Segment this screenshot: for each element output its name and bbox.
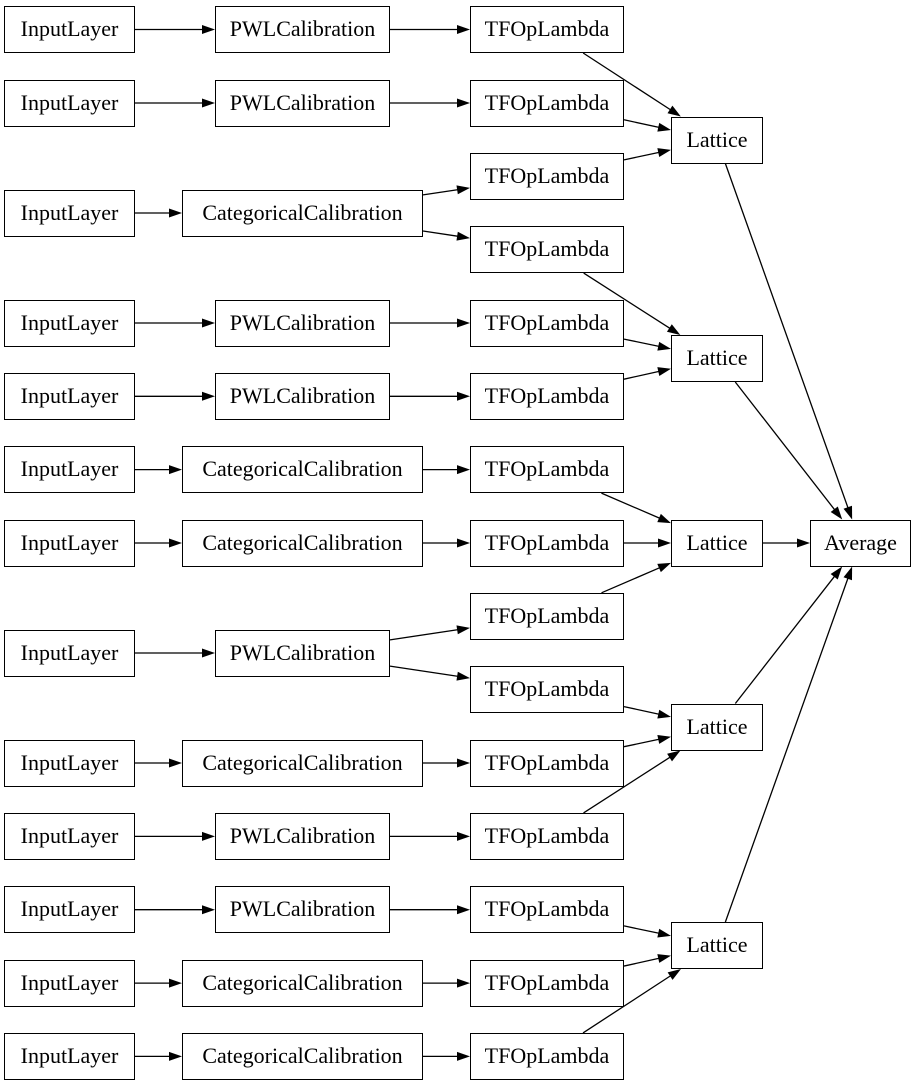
node-lattice-3: Lattice — [671, 519, 763, 567]
edge-calib-3-to-lambda-3 — [422, 185, 470, 196]
edge-calib-1-to-lambda-1 — [390, 25, 470, 34]
edge-calib-5-to-lambda-6 — [390, 391, 470, 401]
edge-lattice-1-to-average — [724, 163, 853, 520]
node-calib-1: PWLCalibration — [215, 6, 390, 53]
edge-input-10-to-calib-10 — [135, 831, 215, 841]
edge-lambda-7-to-lattice-3 — [601, 492, 671, 524]
edge-lattice-2-to-average — [734, 381, 843, 520]
node-lambda-3: TFOpLambda — [470, 152, 624, 200]
edge-lambda-12-to-lattice-4 — [583, 750, 681, 814]
edge-calib-3-to-lambda-4 — [422, 230, 470, 241]
node-lattice-2: Lattice — [671, 335, 763, 382]
edge-calib-7-to-lambda-8 — [423, 538, 470, 548]
edge-lambda-10-to-lattice-4 — [623, 705, 671, 719]
node-input-9: InputLayer — [4, 739, 135, 787]
edge-input-13-to-calib-13 — [135, 1051, 182, 1061]
node-input-2: InputLayer — [4, 79, 135, 127]
edge-calib-12-to-lambda-14 — [423, 978, 470, 988]
node-lattice-1: Lattice — [671, 116, 763, 164]
node-lattice-4: Lattice — [671, 703, 763, 751]
node-input-11: InputLayer — [4, 886, 135, 934]
node-calib-8: PWLCalibration — [215, 629, 390, 677]
node-lambda-1: TFOpLambda — [470, 6, 624, 53]
node-lambda-13: TFOpLambda — [470, 886, 624, 934]
node-lambda-4: TFOpLambda — [470, 226, 624, 274]
edge-calib-6-to-lambda-7 — [423, 465, 470, 475]
edge-input-12-to-calib-12 — [135, 978, 182, 988]
node-lambda-11: TFOpLambda — [470, 739, 624, 787]
node-calib-13: CategoricalCalibration — [182, 1032, 423, 1080]
edge-lattice-3-to-average — [763, 538, 810, 548]
edge-calib-11-to-lambda-13 — [390, 905, 470, 915]
node-calib-11: PWLCalibration — [215, 886, 390, 934]
edge-lambda-3-to-lattice-1 — [623, 148, 671, 161]
node-lambda-5: TFOpLambda — [470, 299, 624, 347]
node-input-3: InputLayer — [4, 189, 135, 237]
edge-input-11-to-calib-11 — [135, 905, 215, 915]
edge-lambda-15-to-lattice-5 — [582, 969, 681, 1034]
node-lambda-2: TFOpLambda — [470, 79, 624, 127]
edge-input-1-to-calib-1 — [135, 25, 215, 34]
node-average: Average — [810, 519, 911, 567]
node-calib-3: CategoricalCalibration — [182, 189, 423, 237]
node-lambda-9: TFOpLambda — [470, 592, 624, 640]
edge-input-3-to-calib-3 — [135, 208, 182, 218]
node-input-6: InputLayer — [4, 446, 135, 494]
node-lambda-10: TFOpLambda — [470, 666, 624, 714]
node-calib-12: CategoricalCalibration — [182, 959, 423, 1007]
edge-lambda-8-to-lattice-3 — [624, 538, 671, 548]
node-calib-5: PWLCalibration — [215, 372, 390, 420]
node-lambda-14: TFOpLambda — [470, 959, 624, 1007]
edge-calib-10-to-lambda-12 — [390, 831, 470, 841]
edge-calib-4-to-lambda-5 — [390, 318, 470, 328]
edge-lambda-5-to-lattice-2 — [623, 338, 671, 351]
node-input-4: InputLayer — [4, 299, 135, 347]
node-lattice-5: Lattice — [671, 922, 763, 969]
edge-lattice-5-to-average — [724, 566, 853, 923]
node-input-8: InputLayer — [4, 629, 135, 677]
edge-lambda-6-to-lattice-2 — [623, 367, 671, 380]
edge-calib-2-to-lambda-2 — [390, 98, 470, 108]
edge-lambda-2-to-lattice-1 — [623, 119, 671, 132]
node-calib-6: CategoricalCalibration — [182, 446, 423, 494]
node-input-7: InputLayer — [4, 519, 135, 567]
node-lambda-7: TFOpLambda — [470, 446, 624, 494]
edge-lattice-4-to-average — [734, 566, 843, 704]
edge-lambda-11-to-lattice-4 — [623, 735, 671, 748]
node-lambda-8: TFOpLambda — [470, 519, 624, 567]
edge-lambda-9-to-lattice-3 — [601, 562, 671, 594]
node-calib-7: CategoricalCalibration — [182, 519, 423, 567]
edge-input-9-to-calib-9 — [135, 758, 182, 768]
edge-lambda-4-to-lattice-2 — [583, 272, 681, 335]
edge-input-4-to-calib-4 — [135, 318, 215, 328]
node-input-13: InputLayer — [4, 1032, 135, 1080]
node-lambda-12: TFOpLambda — [470, 812, 624, 860]
edge-calib-13-to-lambda-15 — [423, 1051, 470, 1061]
node-calib-9: CategoricalCalibration — [182, 739, 423, 787]
node-input-12: InputLayer — [4, 959, 135, 1007]
edge-calib-8-to-lambda-10 — [389, 665, 470, 681]
edge-lambda-14-to-lattice-5 — [623, 954, 671, 967]
node-input-10: InputLayer — [4, 812, 135, 860]
edge-input-7-to-calib-7 — [135, 538, 182, 548]
node-calib-4: PWLCalibration — [215, 299, 390, 347]
edge-lambda-1-to-lattice-1 — [582, 52, 681, 117]
edge-lambda-13-to-lattice-5 — [623, 925, 671, 938]
edge-calib-9-to-lambda-11 — [423, 758, 470, 768]
node-calib-2: PWLCalibration — [215, 79, 390, 127]
edge-calib-8-to-lambda-9 — [389, 625, 470, 641]
edge-input-6-to-calib-6 — [135, 465, 182, 475]
edge-input-8-to-calib-8 — [135, 648, 215, 658]
node-lambda-6: TFOpLambda — [470, 372, 624, 420]
node-input-1: InputLayer — [4, 6, 135, 53]
node-lambda-15: TFOpLambda — [470, 1032, 624, 1080]
edge-input-5-to-calib-5 — [135, 391, 215, 401]
node-calib-10: PWLCalibration — [215, 812, 390, 860]
edge-input-2-to-calib-2 — [135, 98, 215, 108]
node-input-5: InputLayer — [4, 372, 135, 420]
